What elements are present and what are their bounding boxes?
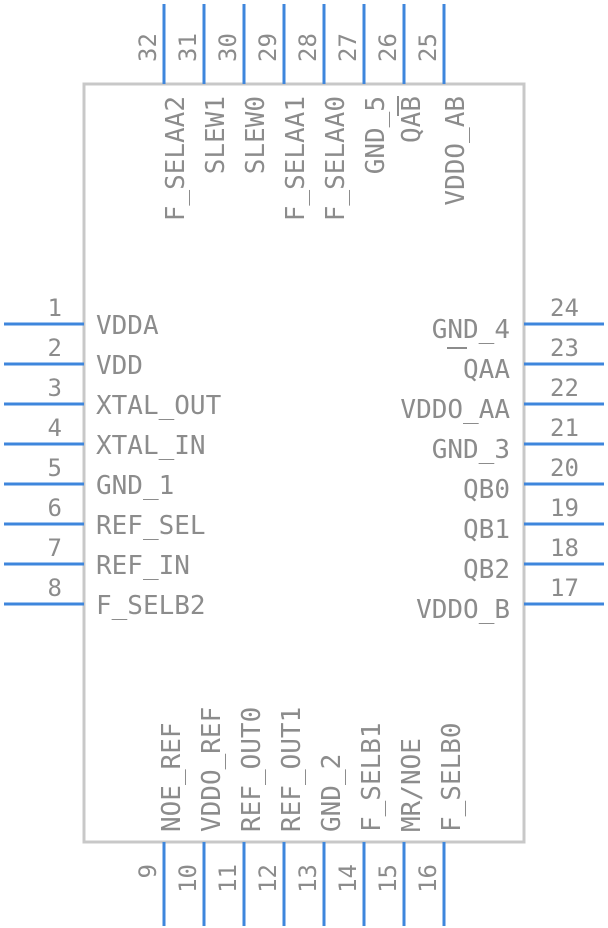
pin-label-vddo-aa: VDDO_AA — [400, 395, 510, 425]
pin-label-qb2: QB2 — [463, 555, 510, 585]
pin-21-number: 21 — [550, 414, 579, 442]
pin-label-noe-ref: NOE_REF — [157, 722, 187, 832]
pin-label-ref-sel: REF_SEL — [96, 511, 206, 541]
pin-label-vdda: VDDA — [96, 311, 159, 341]
pin-label-f-selaa1: F_SELAA1 — [281, 96, 311, 221]
pin-label-qaa: QAA — [463, 355, 510, 385]
pin-label-f-selb2: F_SELB2 — [96, 591, 206, 621]
pin-24-number: 24 — [550, 294, 579, 322]
pin-16-number: 16 — [414, 864, 442, 893]
pin-label-ref-in: REF_IN — [96, 551, 190, 581]
pin-label-qb1: QB1 — [463, 515, 510, 545]
pin-label-qb0: QB0 — [463, 475, 510, 505]
pin-label-xtal-out: XTAL_OUT — [96, 391, 222, 421]
pin-label-slew1: SLEW1 — [201, 96, 231, 174]
pin-6-number: 6 — [48, 494, 62, 522]
pin-label-slew0: SLEW0 — [241, 96, 271, 174]
pin-23-number: 23 — [550, 334, 579, 362]
pin-3-number: 3 — [48, 374, 62, 402]
pin-29-number: 29 — [254, 33, 282, 62]
pin-label-gnd-4: GND_4 — [432, 315, 510, 345]
pin-27-number: 27 — [334, 33, 362, 62]
pin-11-number: 11 — [214, 864, 242, 893]
pin-8-number: 8 — [48, 574, 62, 602]
pin-label-ref-out0: REF_OUT0 — [237, 707, 267, 832]
pin-19-number: 19 — [550, 494, 579, 522]
pin-9-number: 9 — [134, 864, 162, 878]
pin-label-f-selaa2: F_SELAA2 — [161, 96, 191, 221]
pin-label-mr-noe: MR/NOE — [397, 738, 427, 832]
pin-26-number: 26 — [374, 33, 402, 62]
pin-30-number: 30 — [214, 33, 242, 62]
pin-label-gnd-2: GND_2 — [317, 754, 347, 832]
pin-22-number: 22 — [550, 374, 579, 402]
pin-5-number: 5 — [48, 454, 62, 482]
pin-label-qab: QAB — [397, 96, 427, 143]
pin-20-number: 20 — [550, 454, 579, 482]
pin-label-f-selaa0: F_SELAA0 — [321, 96, 351, 221]
pin-14-number: 14 — [334, 864, 362, 893]
pin-17-number: 17 — [550, 574, 579, 602]
pin-12-number: 12 — [254, 864, 282, 893]
pin-label-ref-out1: REF_OUT1 — [277, 707, 307, 832]
pin-label-gnd-1: GND_1 — [96, 471, 174, 501]
chip-body — [82, 82, 526, 844]
pin-31-number: 31 — [174, 33, 202, 62]
pin-label-gnd-5: GND_5 — [361, 96, 391, 174]
pin-10-number: 10 — [174, 864, 202, 893]
pin-1-number: 1 — [48, 294, 62, 322]
pin-label-xtal-in: XTAL_IN — [96, 431, 206, 461]
pin-label-gnd-3: GND_3 — [432, 435, 510, 465]
pin-32-number: 32 — [134, 33, 162, 62]
pin-2-number: 2 — [48, 334, 62, 362]
pin-13-number: 13 — [294, 864, 322, 893]
pin-7-number: 7 — [48, 534, 62, 562]
pin-18-number: 18 — [550, 534, 579, 562]
pin-label-vddo-ab: VDDO_AB — [441, 96, 471, 206]
pin-4-number: 4 — [48, 414, 62, 442]
pin-label-f-selb1: F_SELB1 — [357, 722, 387, 832]
pin-28-number: 28 — [294, 33, 322, 62]
pin-label-f-selb0: F_SELB0 — [437, 722, 467, 832]
pin-label-vdd: VDD — [96, 351, 143, 381]
pin-label-vddo-ref: VDDO_REF — [197, 707, 227, 832]
pin-label-vddo-b: VDDO_B — [416, 595, 510, 625]
pin-25-number: 25 — [414, 33, 442, 62]
pin-15-number: 15 — [374, 864, 402, 893]
